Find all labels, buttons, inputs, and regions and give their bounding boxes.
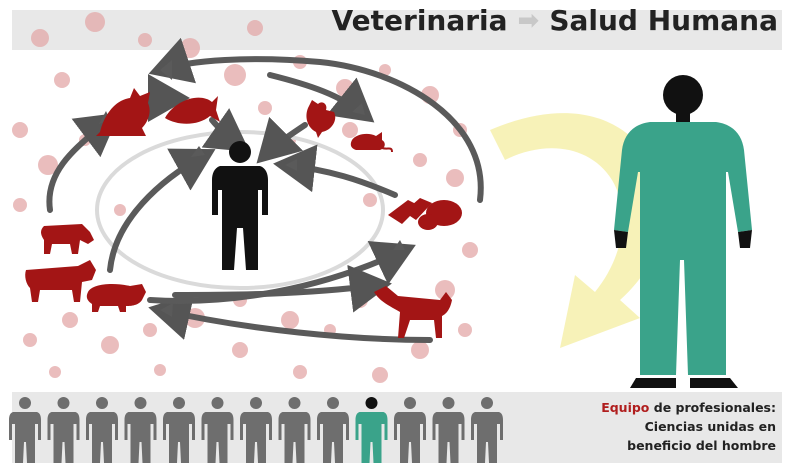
team-figure-icon [433,397,465,463]
team-caption: Equipo de profesionales: Ciencias unidas… [556,398,776,455]
team-figure-icon [163,397,195,463]
team-figure-icon [48,397,80,463]
team-figure-icon [86,397,118,463]
team-figure-icon [9,397,41,463]
team-figure-icon [394,397,426,463]
caption-line1-rest: de profesionales: [649,400,776,415]
team-figure-highlighted-icon [356,397,388,463]
team-figure-icon [317,397,349,463]
caption-equipo: Equipo [601,400,649,415]
caption-line3: beneficio del hombre [556,436,776,455]
team-figure-icon [240,397,272,463]
team-figure-icon [202,397,234,463]
team-figure-icon [279,397,311,463]
team-figure-icon [471,397,503,463]
team-figure-icon [125,397,157,463]
caption-line2: Ciencias unidas en [556,417,776,436]
